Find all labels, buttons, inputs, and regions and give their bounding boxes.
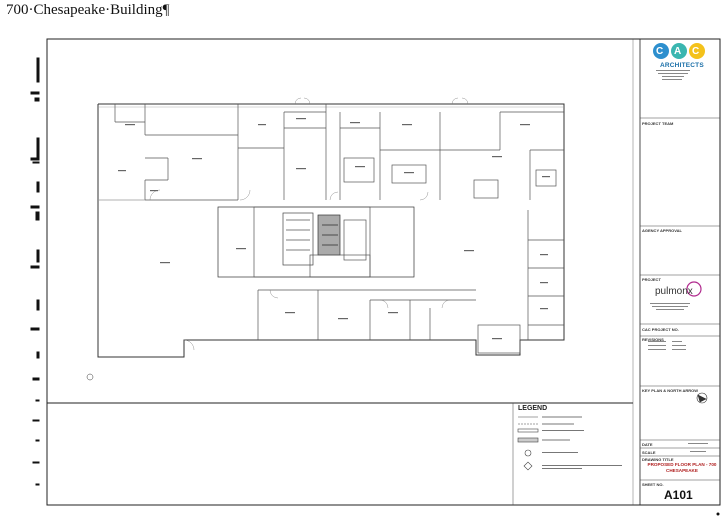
- drawing-title: PROPOSED FLOOR PLAN - 700 CHESAPEAKE: [647, 462, 717, 473]
- scale-label: SCALE: [642, 450, 656, 455]
- project-label: PROJECT: [642, 277, 661, 282]
- agency-approval-label: AGENCY APPROVAL: [642, 228, 682, 233]
- north-arrow: [696, 392, 708, 404]
- cac-project-label: CAC PROJECT NO.: [642, 327, 679, 332]
- date-label: DATE: [642, 442, 653, 447]
- firm-letter-c1: C: [656, 46, 664, 57]
- drawing-title-label: DRAWING TITLE: [642, 457, 674, 462]
- firm-letter-a: A: [674, 46, 682, 57]
- floor-plan: [97, 97, 565, 358]
- firm-logo: [653, 43, 705, 59]
- sheet-border: [46, 38, 721, 506]
- client-logo: pulmonx: [655, 286, 693, 297]
- legend-title: LEGEND: [518, 405, 548, 412]
- revisions-label: REVISIONS: [642, 337, 664, 342]
- firm-name: ARCHITECTS: [660, 62, 704, 69]
- document-heading: 700·Chesapeake·Building¶: [6, 2, 170, 18]
- sheet-no-label: SHEET NO.: [642, 482, 664, 487]
- margin-marks: [30, 57, 40, 486]
- project-team-label: PROJECT TEAM: [642, 121, 674, 126]
- sheet-number: A101: [664, 488, 693, 502]
- firm-letter-c2: C: [692, 46, 700, 57]
- key-plan-label: KEY PLAN & NORTH ARROW: [642, 388, 698, 393]
- legend-items: [517, 416, 622, 471]
